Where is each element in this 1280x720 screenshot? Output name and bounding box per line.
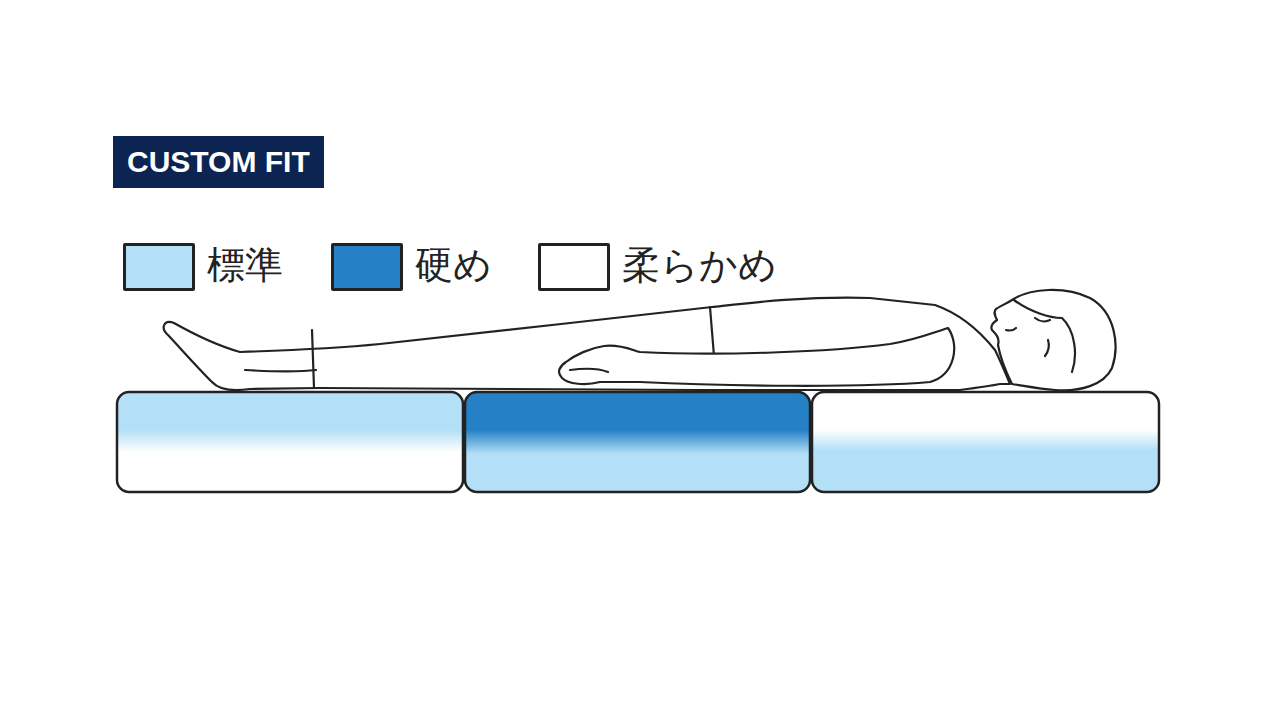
head: [991, 290, 1115, 390]
ear: [1045, 340, 1049, 356]
standard-block: [117, 392, 463, 492]
firm-block: [465, 392, 810, 492]
arm: [559, 328, 954, 386]
title-label: CUSTOM FIT: [113, 136, 324, 188]
legend-label: 柔らかめ: [622, 241, 777, 289]
leg-line: [245, 370, 316, 372]
legend-swatch: [331, 243, 403, 291]
legend-label: 標準: [207, 241, 283, 289]
closed-eye: [1035, 318, 1050, 321]
body-outline: [164, 298, 1010, 390]
shirt-hem: [710, 307, 714, 356]
mouth: [1006, 328, 1016, 330]
hairline: [1014, 300, 1075, 372]
fingers: [570, 369, 608, 372]
soft-block: [812, 392, 1159, 492]
legend-swatch: [538, 243, 610, 291]
lying-person: [164, 290, 1116, 390]
shorts-hem: [312, 330, 314, 388]
mattress-blocks: [117, 392, 1159, 492]
legend-label: 硬め: [415, 241, 492, 289]
legend-swatch: [123, 243, 195, 291]
